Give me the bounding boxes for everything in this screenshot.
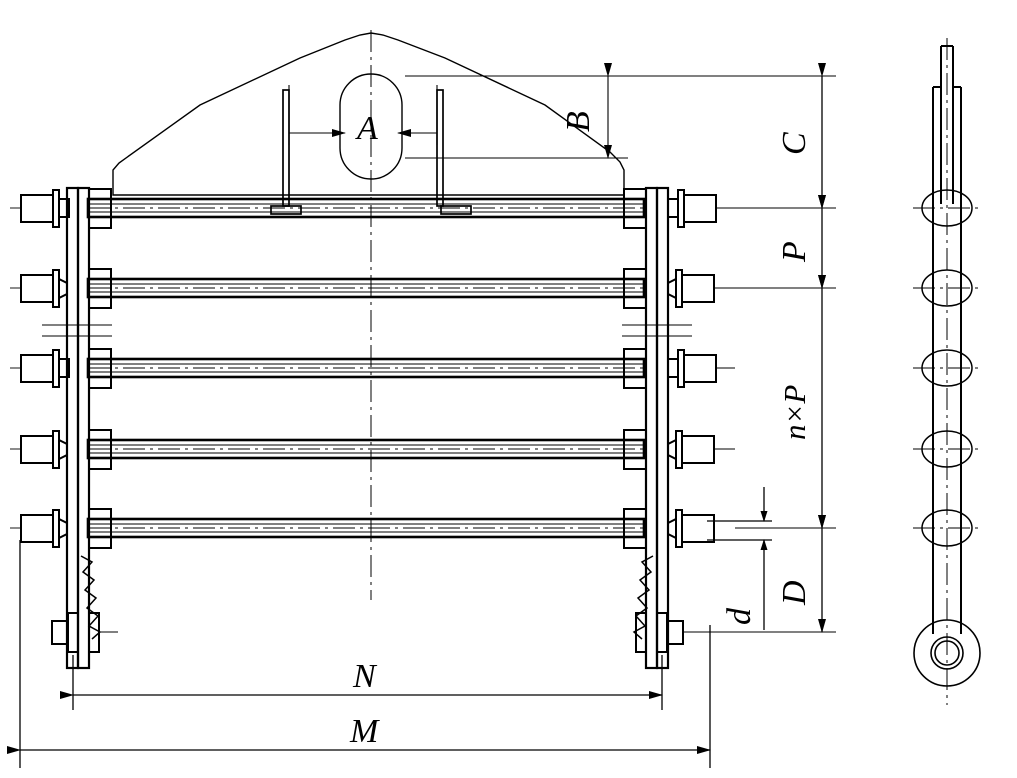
bottom-bolt-left	[51, 612, 118, 653]
side-view-bar-section-3	[913, 349, 981, 387]
dimension-label-A: A	[355, 110, 378, 147]
right-side-plate-inner	[644, 186, 659, 670]
left-plate-splice	[42, 324, 112, 337]
dimension-label-P: P	[776, 241, 813, 263]
side-view-post	[932, 204, 962, 634]
bolt-right-3	[623, 348, 735, 389]
dimension-label-D: D	[776, 580, 813, 606]
bar-4	[86, 438, 646, 460]
dimension-label-N: N	[352, 658, 378, 695]
side-view-top-rod	[940, 45, 954, 204]
dimension-B	[405, 63, 630, 159]
bolt-left-5	[10, 508, 112, 549]
left-side-plate-outer	[65, 186, 80, 670]
bolt-right-4	[623, 429, 735, 470]
dimension-d	[707, 487, 772, 630]
hanger-rod-right	[436, 89, 472, 215]
left-side-plate-inner	[76, 186, 91, 670]
side-view-bar-section-1	[913, 189, 981, 227]
bolt-left-4	[10, 429, 112, 470]
dimension-label-B: B	[560, 111, 597, 132]
lug-slot-hole	[339, 73, 403, 180]
bolt-left-3	[10, 348, 112, 389]
bolt-right-2	[623, 268, 735, 309]
dimension-extension-lines	[624, 75, 836, 633]
bolt-left-2	[10, 268, 112, 309]
bolt-left-1	[10, 188, 112, 229]
right-side-plate-outer	[655, 186, 670, 670]
dimension-M	[7, 540, 711, 768]
dimension-label-M: M	[349, 713, 380, 750]
dimension-N	[60, 655, 663, 710]
dimension-A	[288, 85, 438, 145]
dimension-label-d: d	[721, 607, 758, 625]
break-line-left	[80, 555, 102, 640]
bolt-right-1	[623, 188, 735, 229]
bar-1	[86, 197, 646, 219]
side-view-bar-section-2	[913, 269, 981, 307]
break-line-right	[632, 555, 654, 640]
bar-3	[86, 357, 646, 379]
side-view-pivot-eye	[913, 619, 981, 687]
bolt-right-5	[623, 508, 715, 549]
dimension-label-nxP: n×P	[777, 385, 812, 440]
side-view-shoulder	[932, 86, 962, 204]
side-view-bar-section-4	[913, 430, 981, 468]
hanger-rod-left	[270, 89, 302, 215]
dimension-label-C: C	[776, 132, 813, 155]
right-plate-splice	[622, 324, 692, 337]
side-view-bar-section-5	[913, 509, 981, 547]
lifting-lug	[112, 32, 625, 196]
bar-5	[86, 517, 646, 539]
bar-2	[86, 277, 646, 299]
